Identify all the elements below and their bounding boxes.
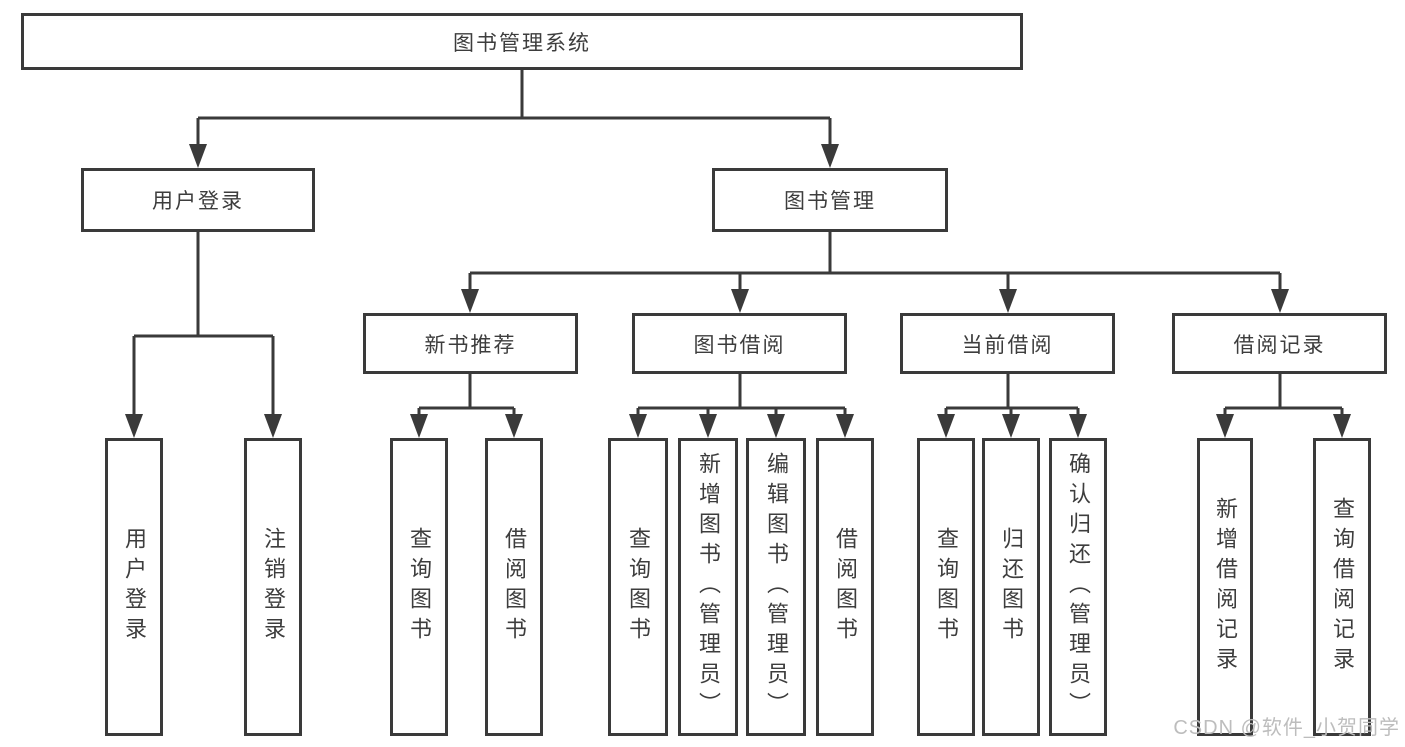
arrowhead bbox=[505, 414, 523, 438]
leaf-query-books-current: 查询图书 bbox=[917, 438, 975, 736]
arrowhead bbox=[821, 144, 839, 168]
arrowhead bbox=[1271, 289, 1289, 313]
arrowhead bbox=[1002, 414, 1020, 438]
arrowhead bbox=[264, 414, 282, 438]
leaf-add-book-admin-label: 新增图书（管理员） bbox=[696, 452, 721, 722]
leaf-borrow-books: 借阅图书 bbox=[816, 438, 874, 736]
watermark: CSDN @软件_小贺同学 bbox=[1173, 717, 1400, 739]
leaf-edit-book-admin: 编辑图书（管理员） bbox=[746, 438, 806, 736]
leaf-logout: 注销登录 bbox=[244, 438, 302, 736]
node-current-borrow-label: 当前借阅 bbox=[961, 333, 1054, 357]
leaf-query-books-borrow: 查询图书 bbox=[608, 438, 668, 736]
node-borrow-records: 借阅记录 bbox=[1172, 313, 1387, 374]
leaf-confirm-return-admin: 确认归还（管理员） bbox=[1049, 438, 1107, 736]
leaf-query-books-borrow-label: 查询图书 bbox=[626, 527, 651, 647]
leaf-add-book-admin: 新增图书（管理员） bbox=[678, 438, 738, 736]
leaf-user-login-label: 用户登录 bbox=[122, 527, 147, 647]
arrowhead bbox=[629, 414, 647, 438]
node-root-label: 图书管理系统 bbox=[453, 31, 591, 55]
connector-root-to-level2 bbox=[196, 69, 832, 150]
arrowhead bbox=[999, 289, 1017, 313]
node-user-login: 用户登录 bbox=[81, 168, 315, 232]
node-user-login-label: 用户登录 bbox=[152, 190, 244, 213]
arrowhead bbox=[125, 414, 143, 438]
node-new-book-recommend: 新书推荐 bbox=[363, 313, 578, 374]
node-current-borrow: 当前借阅 bbox=[900, 313, 1115, 374]
connector-book-borrow-children bbox=[636, 374, 847, 420]
arrowhead bbox=[937, 414, 955, 438]
node-book-management-label: 图书管理 bbox=[784, 190, 876, 213]
leaf-query-borrow-record: 查询借阅记录 bbox=[1313, 438, 1371, 736]
node-book-management: 图书管理 bbox=[712, 168, 948, 232]
arrowhead bbox=[461, 289, 479, 313]
arrowheads bbox=[125, 144, 1351, 438]
arrowhead bbox=[699, 414, 717, 438]
arrowhead bbox=[1069, 414, 1087, 438]
connector-book-management-children bbox=[468, 232, 1282, 295]
leaf-confirm-return-admin-label: 确认归还（管理员） bbox=[1066, 452, 1091, 722]
arrowhead bbox=[1333, 414, 1351, 438]
arrowhead bbox=[767, 414, 785, 438]
node-book-borrow: 图书借阅 bbox=[632, 313, 847, 374]
connector-borrow-records-children bbox=[1223, 374, 1344, 420]
leaf-borrow-books-recommend-label: 借阅图书 bbox=[502, 527, 527, 647]
node-root: 图书管理系统 bbox=[21, 13, 1023, 70]
connector-user-login-children bbox=[132, 232, 275, 420]
node-new-book-recommend-label: 新书推荐 bbox=[424, 333, 517, 357]
leaf-query-books-recommend-label: 查询图书 bbox=[407, 527, 432, 647]
leaf-query-borrow-record-label: 查询借阅记录 bbox=[1330, 497, 1355, 677]
leaf-add-borrow-record-label: 新增借阅记录 bbox=[1213, 497, 1238, 677]
leaf-add-borrow-record: 新增借阅记录 bbox=[1197, 438, 1253, 736]
leaf-return-book: 归还图书 bbox=[982, 438, 1040, 736]
leaf-edit-book-admin-label: 编辑图书（管理员） bbox=[764, 452, 789, 722]
arrowhead bbox=[1216, 414, 1234, 438]
leaf-return-book-label: 归还图书 bbox=[999, 527, 1024, 647]
node-borrow-records-label: 借阅记录 bbox=[1233, 333, 1326, 357]
connector-current-borrow-children bbox=[944, 374, 1080, 420]
leaf-borrow-books-recommend: 借阅图书 bbox=[485, 438, 543, 736]
leaf-borrow-books-label: 借阅图书 bbox=[833, 527, 858, 647]
leaf-query-books-recommend: 查询图书 bbox=[390, 438, 448, 736]
connector-new-book-recommend-children bbox=[417, 374, 516, 420]
arrowhead bbox=[189, 144, 207, 168]
node-book-borrow-label: 图书借阅 bbox=[693, 333, 786, 357]
arrowhead bbox=[836, 414, 854, 438]
leaf-query-books-current-label: 查询图书 bbox=[934, 527, 959, 647]
leaf-logout-label: 注销登录 bbox=[261, 527, 286, 647]
arrowhead bbox=[731, 289, 749, 313]
arrowhead bbox=[410, 414, 428, 438]
leaf-user-login: 用户登录 bbox=[105, 438, 163, 736]
